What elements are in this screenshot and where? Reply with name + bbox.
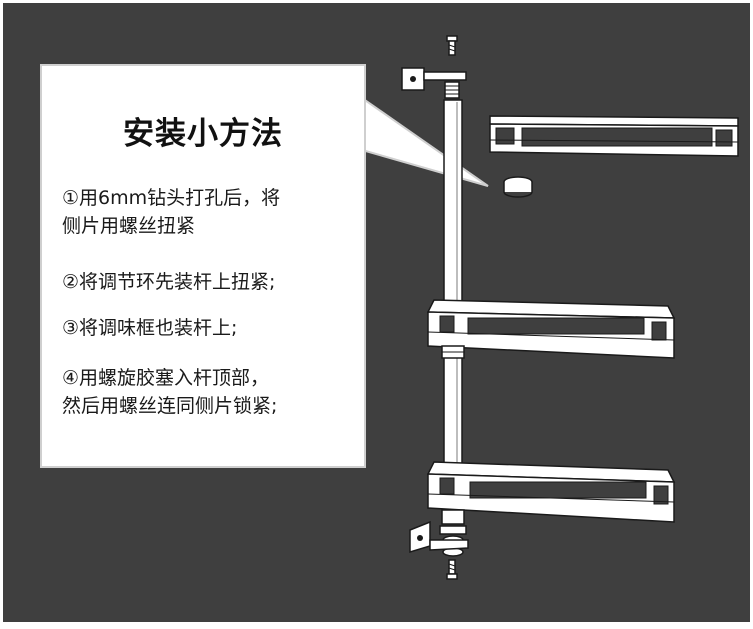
instruction-step-2: ②将调节环先装杆上扭紧; bbox=[62, 271, 276, 293]
bottom-rack-icon bbox=[426, 461, 676, 523]
bottom-bracket-icon bbox=[409, 520, 469, 554]
middle-ring-icon bbox=[441, 345, 465, 359]
top-plug-icon bbox=[444, 81, 460, 99]
top-screw-icon bbox=[446, 35, 458, 56]
top-bracket-icon bbox=[401, 67, 467, 91]
callout-pointer bbox=[361, 96, 489, 187]
middle-rack-icon bbox=[426, 299, 676, 359]
instruction-step-4: ④用螺旋胶塞入杆顶部， 然后用螺丝连同侧片锁紧; bbox=[62, 367, 278, 417]
top-rack-icon bbox=[489, 115, 739, 157]
instruction-callout: 安装小方法 ①用6mm钻头打孔后，将 侧片用螺丝扭紧 ②将调节环先装杆上扭紧; … bbox=[40, 64, 366, 468]
instruction-title: 安装小方法 bbox=[123, 116, 283, 152]
instruction-step-3: ③将调味框也装杆上; bbox=[62, 317, 238, 339]
adjustment-ring-icon bbox=[503, 176, 533, 198]
instruction-step-1: ①用6mm钻头打孔后，将 侧片用螺丝扭紧 bbox=[62, 187, 281, 237]
bottom-screw-icon bbox=[446, 559, 458, 580]
